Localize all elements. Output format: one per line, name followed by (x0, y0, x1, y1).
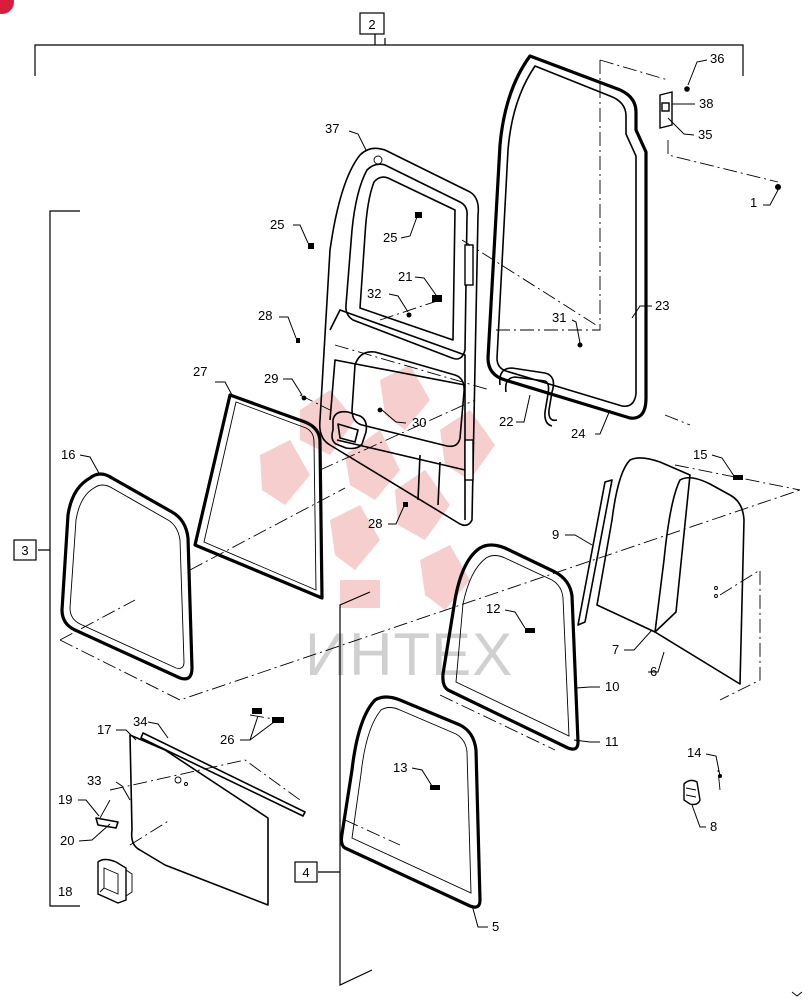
corner-mark (791, 991, 803, 997)
callout-25b: 25 (383, 230, 397, 245)
watermark-text: ИНТЕХ (305, 621, 513, 688)
callout-28b: 28 (368, 516, 382, 531)
callout-29: 29 (264, 371, 278, 386)
callout-21: 21 (398, 269, 412, 284)
part-16-seal (60, 472, 194, 681)
callout-19: 19 (58, 792, 72, 807)
callout-38: 38 (699, 96, 713, 111)
group-3-box (13, 539, 37, 561)
callout-31: 31 (552, 310, 566, 325)
callout-27: 27 (193, 364, 207, 379)
callout-20: 20 (60, 833, 74, 848)
callout-1: 1 (750, 195, 757, 210)
callout-6: 6 (650, 664, 657, 679)
callout-35: 35 (698, 127, 712, 142)
callout-37: 37 (325, 121, 339, 136)
part-19-clip (95, 799, 119, 829)
group-2-bracket (34, 34, 744, 76)
callout-labels: 1 5 6 7 8 9 10 11 12 13 14 15 16 17 18 1… (58, 51, 757, 934)
callout-5: 5 (492, 919, 499, 934)
group-3-bracket (38, 210, 80, 907)
callout-24: 24 (571, 426, 585, 441)
part-9-strip (577, 479, 613, 626)
group-3-label: 3 (21, 543, 28, 558)
part-22-handle (498, 367, 558, 427)
callout-28a: 28 (258, 308, 272, 323)
callout-16: 16 (61, 447, 75, 462)
corner-badge (0, 0, 14, 14)
watermark-logo (260, 365, 495, 610)
part-37-door-frame (318, 147, 480, 527)
callout-17: 17 (97, 722, 111, 737)
callout-15: 15 (693, 447, 707, 462)
part-38-bracket (659, 91, 673, 129)
callout-33: 33 (87, 773, 101, 788)
part-5-seal (339, 695, 482, 909)
part-27-glass (193, 393, 324, 600)
part-17-lower-panel (129, 734, 269, 906)
part-10-seal (441, 543, 580, 751)
callout-32: 32 (367, 286, 381, 301)
part-6-glass (654, 476, 745, 685)
callout-18: 18 (58, 884, 72, 899)
callout-30: 30 (412, 415, 426, 430)
callout-10: 10 (605, 679, 619, 694)
callout-26: 26 (220, 732, 234, 747)
callout-25a: 25 (270, 217, 284, 232)
group-2-label: 2 (368, 17, 375, 32)
callout-13: 13 (393, 760, 407, 775)
callout-22: 22 (499, 414, 513, 429)
callout-36: 36 (710, 51, 724, 66)
part-23-window-frame (486, 54, 648, 420)
fasteners (252, 86, 781, 790)
callout-7: 7 (612, 642, 619, 657)
callout-12: 12 (486, 601, 500, 616)
callout-23: 23 (655, 298, 669, 313)
part-18-latch (97, 858, 133, 904)
part-34-strip (140, 732, 306, 817)
group-4-label: 4 (302, 865, 309, 880)
callout-14: 14 (687, 745, 701, 760)
group-4-bracket (318, 591, 373, 986)
callout-9: 9 (552, 527, 559, 542)
callout-34: 34 (133, 714, 147, 729)
leader-lines (78, 59, 779, 928)
part-8-latch (683, 779, 701, 806)
group-2-box (359, 12, 385, 35)
callout-11: 11 (605, 734, 619, 749)
group-4-box (294, 861, 318, 883)
callout-8: 8 (710, 819, 717, 834)
assembly-dash-lines (59, 59, 801, 846)
